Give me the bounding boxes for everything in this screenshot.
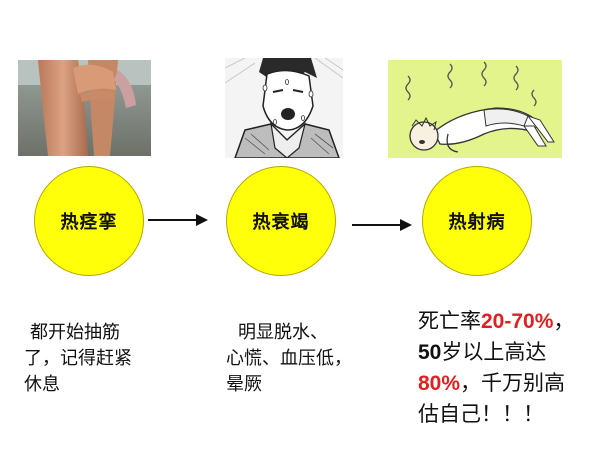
stage-circle-heat-cramps: 热痉挛 xyxy=(34,166,144,276)
heat-cramps-description: 都开始抽筋 了，记得赶紧 休息 xyxy=(24,320,132,398)
elderly-mortality-rate: 80% xyxy=(418,372,461,395)
description-line: 心慌、血压低， xyxy=(226,348,352,369)
age-number: 50 xyxy=(418,341,442,364)
leg-cramp-photo xyxy=(18,60,151,156)
heat-stroke-description: 死亡率20-70%， 50岁以上高达 80%，千万别高 估自己！！！ xyxy=(418,306,574,430)
stage-circle-heat-exhaustion: 热衰竭 xyxy=(226,166,336,276)
stage-label: 热衰竭 xyxy=(252,212,310,233)
description-line: 明显脱水、 xyxy=(238,322,328,343)
description-line: 估自己！！！ xyxy=(418,402,544,426)
punctuation: ， xyxy=(553,309,575,333)
stage-circle-heat-stroke: 热射病 xyxy=(422,166,532,276)
right-arrow-icon xyxy=(148,213,208,227)
heat-exhaustion-description: 明显脱水、 心慌、血压低， 晕厥 xyxy=(226,320,352,398)
collapsed-man-cartoon xyxy=(388,60,562,158)
description-line: 80%，千万别高 xyxy=(418,368,574,399)
sweating-man-manga xyxy=(225,58,343,158)
age-text: 岁以上高达 xyxy=(441,340,547,364)
warning-text: ，千万别高 xyxy=(460,371,566,395)
description-line: 死亡率20-70%， xyxy=(418,306,574,337)
description-line: 晕厥 xyxy=(226,374,262,395)
description-line: 50岁以上高达 xyxy=(418,337,574,368)
stage-label: 热痉挛 xyxy=(60,212,118,233)
description-line: 了，记得赶紧 xyxy=(24,348,132,369)
right-arrow-icon xyxy=(352,218,412,232)
stage-label: 热射病 xyxy=(448,212,506,233)
mortality-rate: 20-70% xyxy=(481,310,554,333)
description-line: 都开始抽筋 xyxy=(30,322,120,343)
mortality-label: 死亡率 xyxy=(418,309,481,333)
description-line: 休息 xyxy=(24,374,60,395)
